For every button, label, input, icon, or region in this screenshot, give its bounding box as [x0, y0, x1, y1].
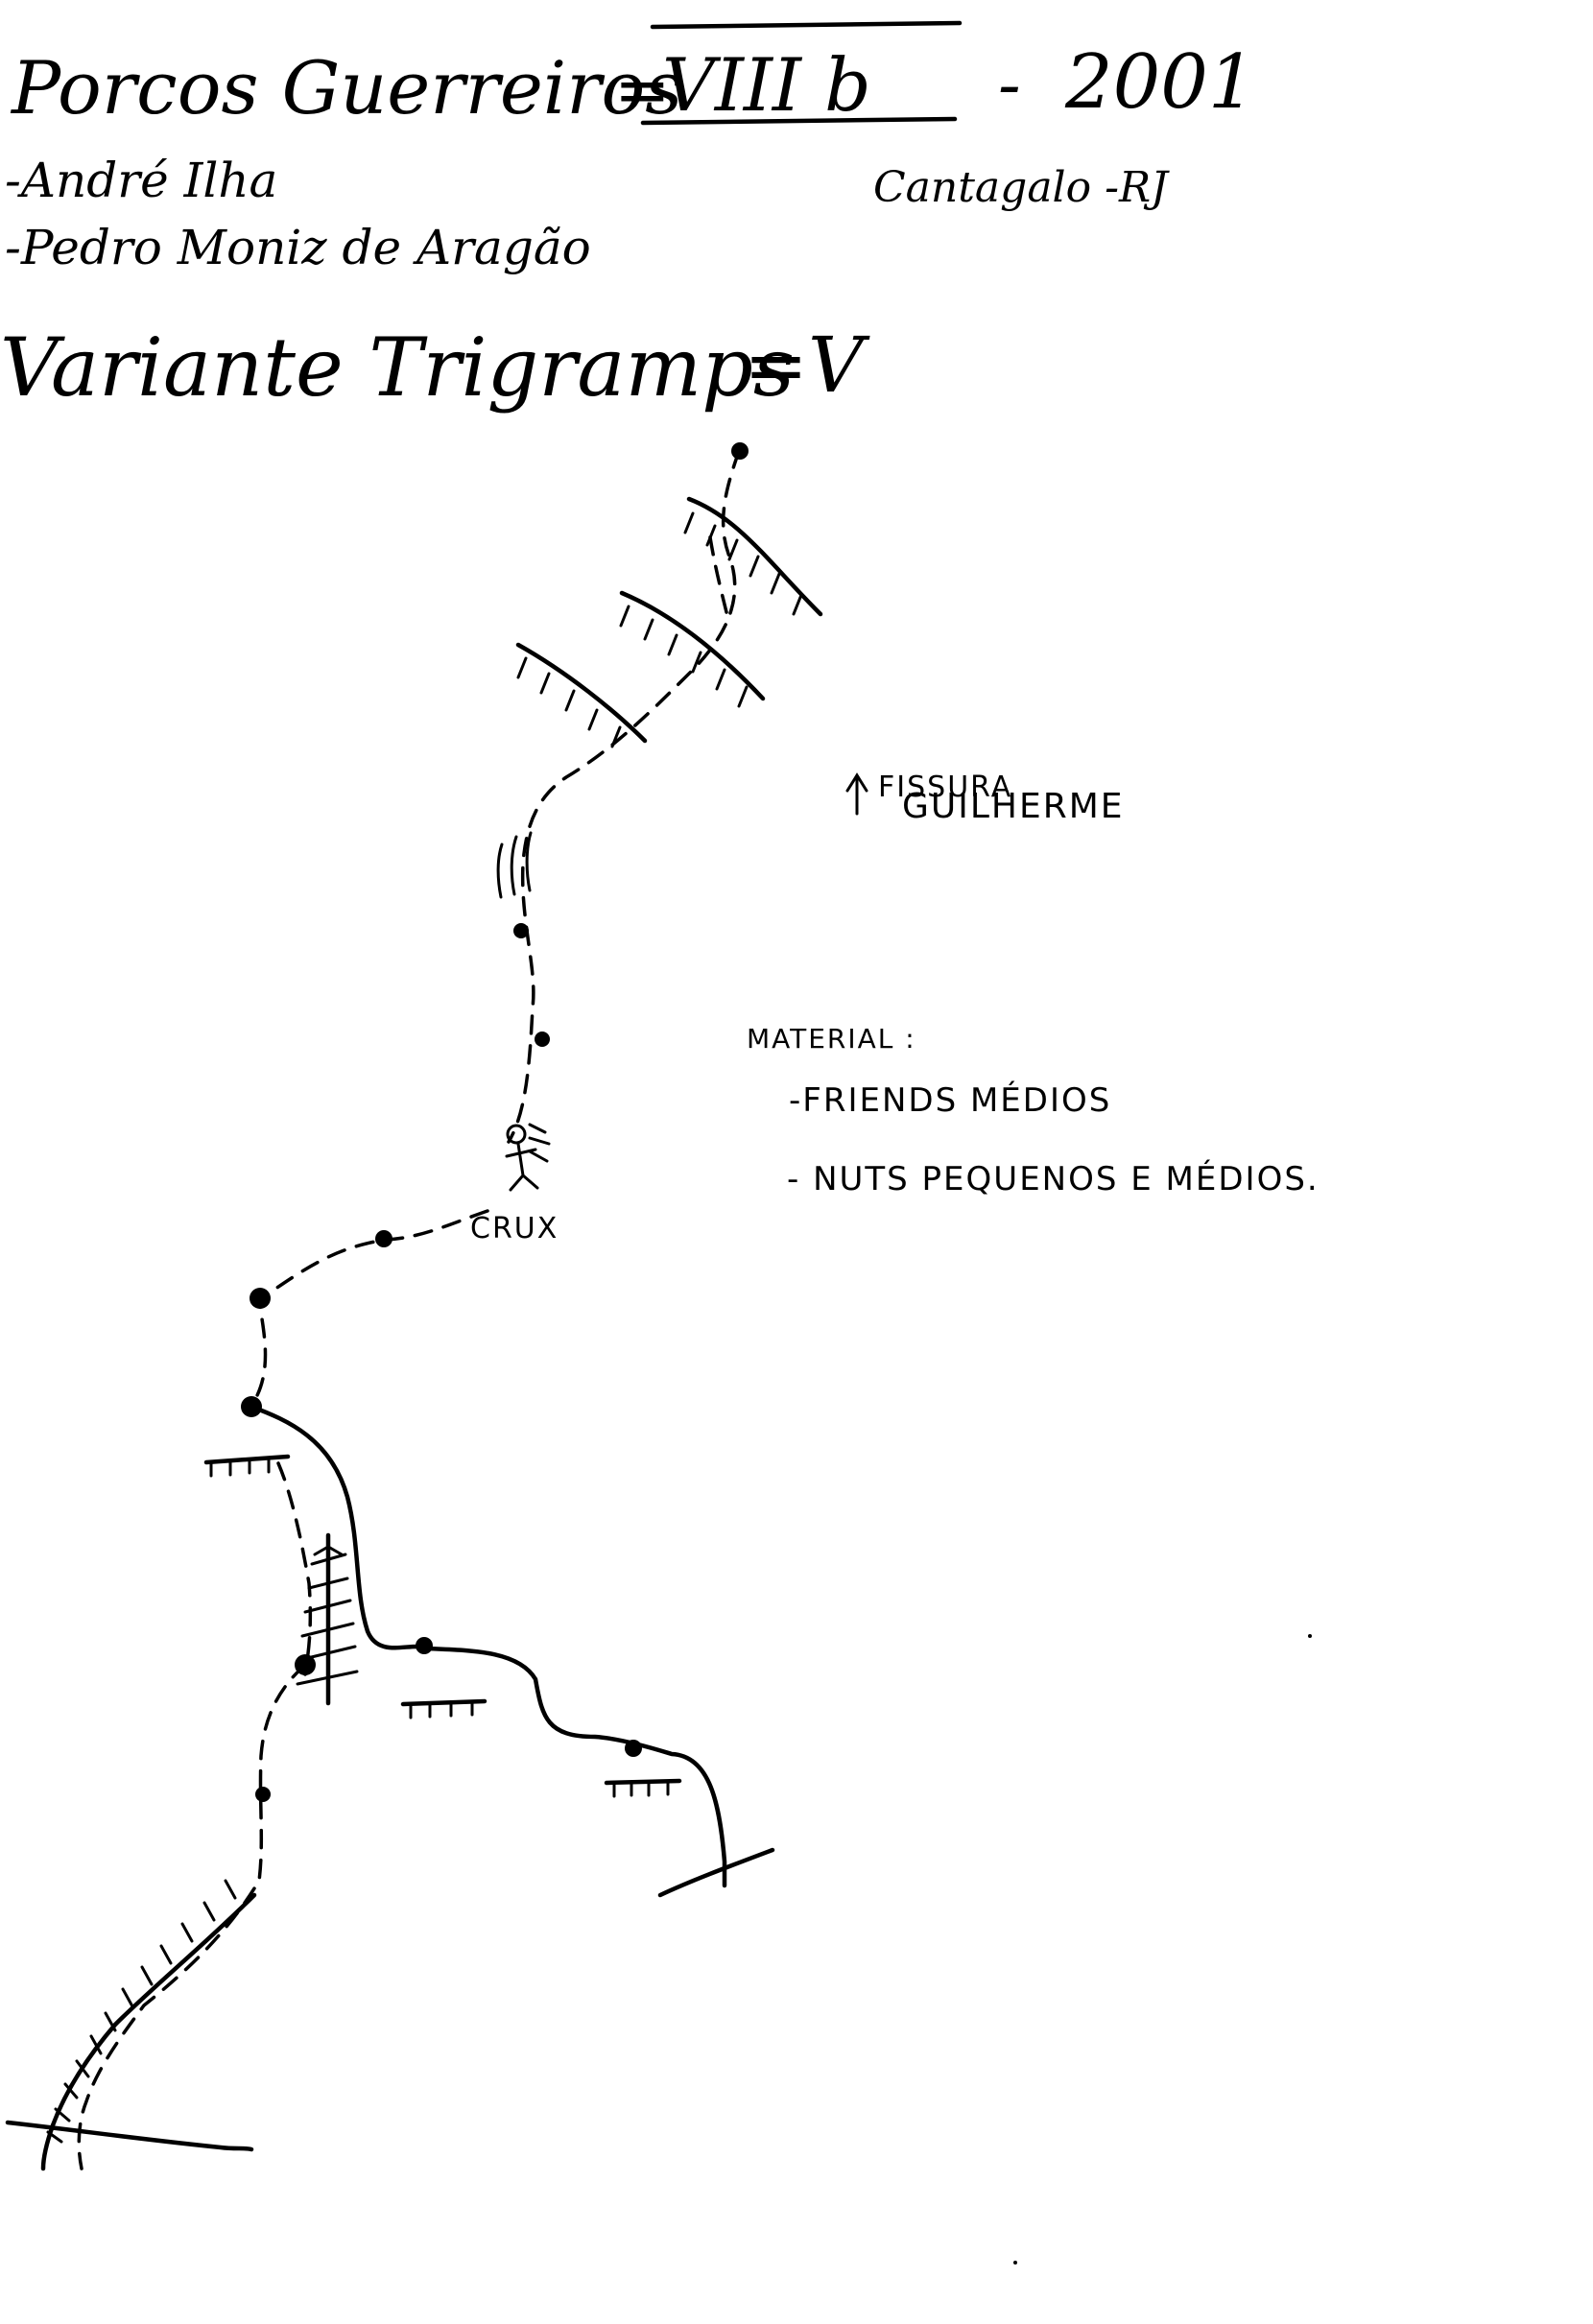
variant-grade: =V — [744, 320, 870, 410]
bolt-variant-top — [731, 442, 749, 460]
variant-route-line — [507, 449, 741, 1144]
bolt-original-2 — [625, 1740, 642, 1757]
material-list: MATERIAL : -FRIENDS MÉDIOS - NUTS PEQUEN… — [747, 1023, 1320, 1198]
variant-lower-dash — [250, 1209, 489, 1408]
bolt-original-1 — [416, 1637, 433, 1654]
roof-symbol-middle — [619, 590, 766, 708]
year-dash: - — [998, 45, 1021, 124]
ledge-right — [604, 1778, 682, 1798]
bolt-variant-1 — [513, 923, 529, 938]
ground-line-right — [657, 1847, 775, 1898]
variant-tree-dash — [276, 1461, 313, 1676]
ledge-left — [203, 1454, 291, 1478]
variant-name: Variante Trigramps — [0, 320, 795, 415]
fissura-guilherme-label: FISSURA GUILHERME — [845, 771, 1125, 826]
svg-text:GUILHERME: GUILHERME — [902, 787, 1125, 826]
crack-marks — [496, 831, 533, 899]
start-pitch-dash — [77, 1663, 307, 2170]
grade-overline — [650, 20, 963, 30]
original-route-line — [249, 1404, 727, 1888]
crux-climber-icon — [505, 1123, 551, 1192]
material-heading: MATERIAL : — [747, 1023, 916, 1055]
crux-label: CRUX — [470, 1212, 559, 1245]
dash-before-grade: = — [614, 51, 671, 130]
ground-line-left — [5, 2120, 254, 2152]
belay-anchor-1 — [250, 1288, 271, 1309]
roof-symbol-lower — [515, 642, 648, 748]
route-year: 2001 — [1064, 39, 1256, 126]
roof-symbol-top — [683, 496, 823, 617]
speck-2 — [1013, 2261, 1017, 2265]
route-grade: VIII b — [662, 42, 871, 128]
material-item-1: -FRIENDS MÉDIOS — [789, 1080, 1111, 1120]
ascensionist-1: -André Ilha — [5, 153, 277, 208]
ledge-middle — [400, 1698, 487, 1719]
location: Cantagalo -RJ — [873, 163, 1170, 212]
speck-1 — [1308, 1634, 1312, 1638]
bolt-lower-1 — [375, 1230, 392, 1247]
grade-underline — [640, 116, 958, 126]
material-item-2: - NUTS PEQUENOS E MÉDIOS. — [787, 1159, 1320, 1198]
route-name: Porcos Guerreiros — [10, 45, 682, 130]
ascensionist-2: -Pedro Moniz de Aragão — [5, 220, 591, 275]
bolt-variant-2 — [535, 1032, 550, 1047]
slab-edge — [40, 1879, 257, 2171]
svg-text:FISSURA: FISSURA — [878, 771, 1012, 804]
bolt-start-1 — [255, 1787, 271, 1802]
tree-icon — [296, 1532, 359, 1706]
